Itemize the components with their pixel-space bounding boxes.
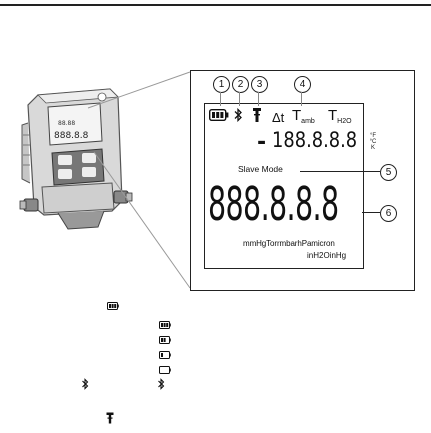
bluetooth-icon: [158, 378, 165, 390]
unit-fahrenheit: °F: [369, 133, 377, 139]
temp-unit-stack: °F °C K: [369, 133, 377, 151]
minus-sign: -: [257, 130, 267, 155]
device-illustration: 88.88 888.8.8: [19, 88, 133, 230]
battery-1-2-icon: [159, 336, 171, 344]
t-amb-label: Tamb: [292, 107, 315, 125]
callout-3: 3: [251, 76, 268, 93]
callout-5-leader: [300, 171, 380, 172]
battery-1-4-icon: [159, 351, 171, 359]
callout-4-leader: [301, 92, 302, 106]
callout-1: 1: [213, 76, 230, 93]
slave-mode-label: Slave Mode: [238, 164, 283, 174]
callout-6: 6: [380, 205, 397, 222]
battery-3-4-icon: [159, 321, 171, 329]
battery-icon: [209, 109, 229, 121]
callout-2: 2: [232, 76, 249, 93]
callout-4: 4: [294, 76, 311, 93]
main-digits: 888.8.8.8: [208, 177, 339, 231]
unit-celsius: °C: [369, 139, 377, 145]
unit-kelvin: K: [370, 145, 375, 151]
battery-empty-icon: [159, 366, 171, 374]
probe-icon: [253, 108, 261, 122]
probe-icon: [106, 412, 114, 424]
pressure-units-line2: inH2OinHg: [307, 251, 347, 260]
delta-t-label: Δt: [272, 110, 285, 125]
upper-digits: 188.8.8.8: [272, 128, 358, 152]
bluetooth-icon: [234, 108, 242, 122]
header-rule: [0, 4, 431, 6]
pressure-units-line1: mmHgTorrmbarhPamicron: [243, 239, 335, 248]
callout-5: 5: [380, 164, 397, 181]
callout-2-leader: [239, 92, 240, 106]
callout-3-leader: [258, 92, 259, 106]
battery-full-icon: [107, 302, 119, 310]
svg-text:88.88: 88.88: [58, 120, 75, 127]
callout-1-leader: [220, 92, 221, 106]
bluetooth-icon: [82, 378, 89, 390]
lcd-frame: [204, 103, 364, 269]
callout-6-leader: [362, 212, 380, 213]
t-h2o-label: TH2O: [328, 107, 352, 125]
svg-text:888.8.8: 888.8.8: [54, 131, 89, 141]
